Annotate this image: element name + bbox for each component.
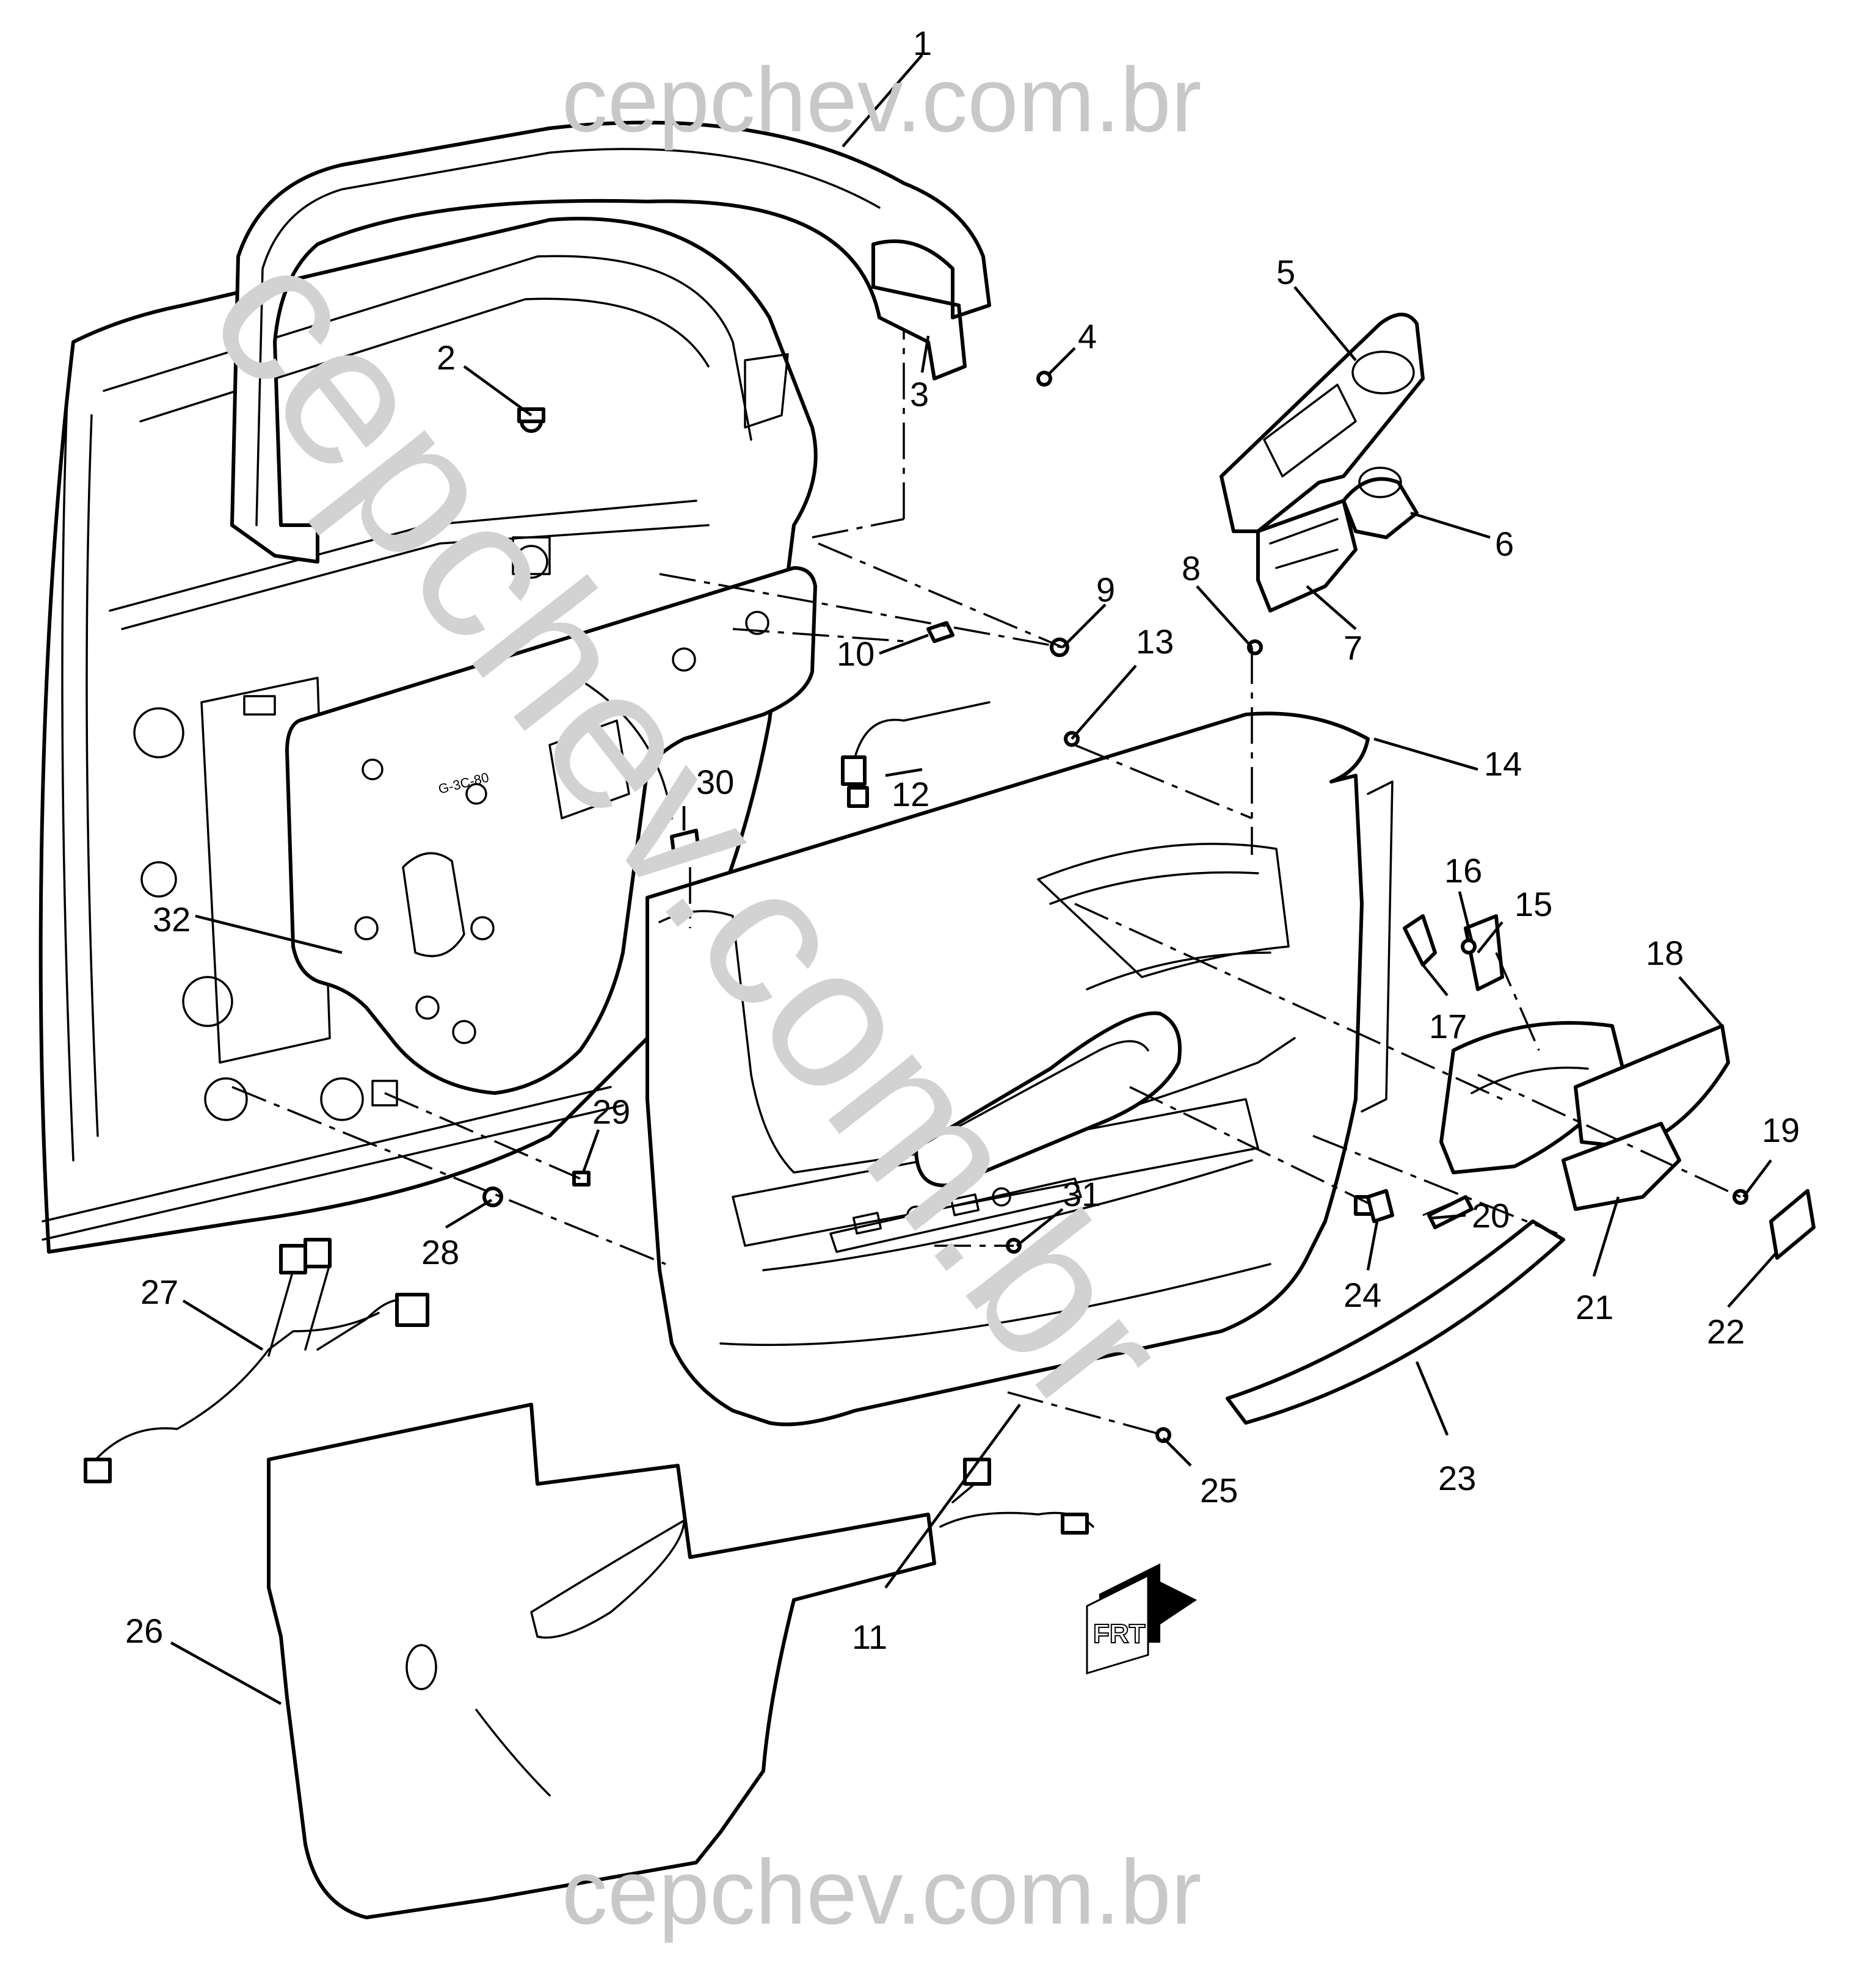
callout-32: 32 — [153, 900, 191, 939]
callout-15: 15 — [1514, 885, 1552, 923]
door-wiring-harness — [84, 1238, 429, 1483]
callout-14: 14 — [1484, 744, 1522, 783]
callout-4: 4 — [1078, 317, 1097, 355]
callout-1: 1 — [913, 24, 932, 62]
callout-22: 22 — [1707, 1312, 1745, 1351]
door-module-panel: G-3C-80 — [285, 566, 817, 1095]
callout-10: 10 — [837, 634, 874, 673]
watermark-top: cepchev.com.br — [562, 48, 1202, 151]
callout-23: 23 — [1438, 1459, 1476, 1497]
window-switch-assembly — [1256, 499, 1358, 612]
callout-29: 29 — [592, 1092, 630, 1131]
frt-direction-badge: FRT — [1086, 1563, 1197, 1675]
callout-3: 3 — [910, 375, 929, 413]
switch-harness — [841, 701, 991, 808]
mirror-switch — [1342, 467, 1419, 539]
callout-26: 26 — [125, 1612, 163, 1650]
callout-28: 28 — [421, 1233, 459, 1271]
door-trim-panel — [645, 711, 1394, 1427]
callout-27: 27 — [140, 1273, 178, 1311]
callout-17: 17 — [1429, 1007, 1467, 1045]
callout-20: 20 — [1472, 1196, 1510, 1235]
upper-frame-garnish — [230, 120, 991, 564]
frt-label: FRT — [1093, 1619, 1146, 1649]
callout-25: 25 — [1200, 1471, 1238, 1510]
frt-arrow-icon — [1086, 1563, 1197, 1675]
leader-lines — [170, 54, 1778, 1705]
watermark-bottom: cepchev.com.br — [562, 1841, 1202, 1943]
callout-11: 11 — [852, 1618, 887, 1656]
callout-16: 16 — [1444, 851, 1482, 890]
callout-numbers: 1 2 3 4 5 6 7 8 9 10 11 12 13 14 15 16 1… — [125, 24, 1800, 1656]
callout-24: 24 — [1343, 1276, 1381, 1314]
callout-9: 9 — [1096, 570, 1115, 609]
callout-8: 8 — [1182, 549, 1201, 587]
callout-5: 5 — [1276, 253, 1295, 291]
alignment-lines — [231, 330, 1741, 1436]
callout-19: 19 — [1762, 1111, 1800, 1149]
callout-30: 30 — [696, 763, 734, 801]
callout-7: 7 — [1343, 628, 1362, 667]
sound-insulator — [267, 1403, 936, 1919]
callout-13: 13 — [1136, 622, 1174, 661]
lower-trim-molding — [1226, 1219, 1565, 1425]
callout-31: 31 — [1063, 1175, 1100, 1213]
callout-21: 21 — [1576, 1288, 1613, 1326]
callout-2: 2 — [437, 338, 456, 377]
callout-12: 12 — [892, 775, 929, 813]
callout-6: 6 — [1495, 525, 1514, 563]
lower-wiring-harness — [939, 1458, 1094, 1535]
trim-retainers — [1366, 1189, 1466, 1223]
callout-18: 18 — [1646, 934, 1684, 972]
window-switch-bezel — [1220, 313, 1425, 533]
door-handle-assembly — [1403, 914, 1816, 1260]
